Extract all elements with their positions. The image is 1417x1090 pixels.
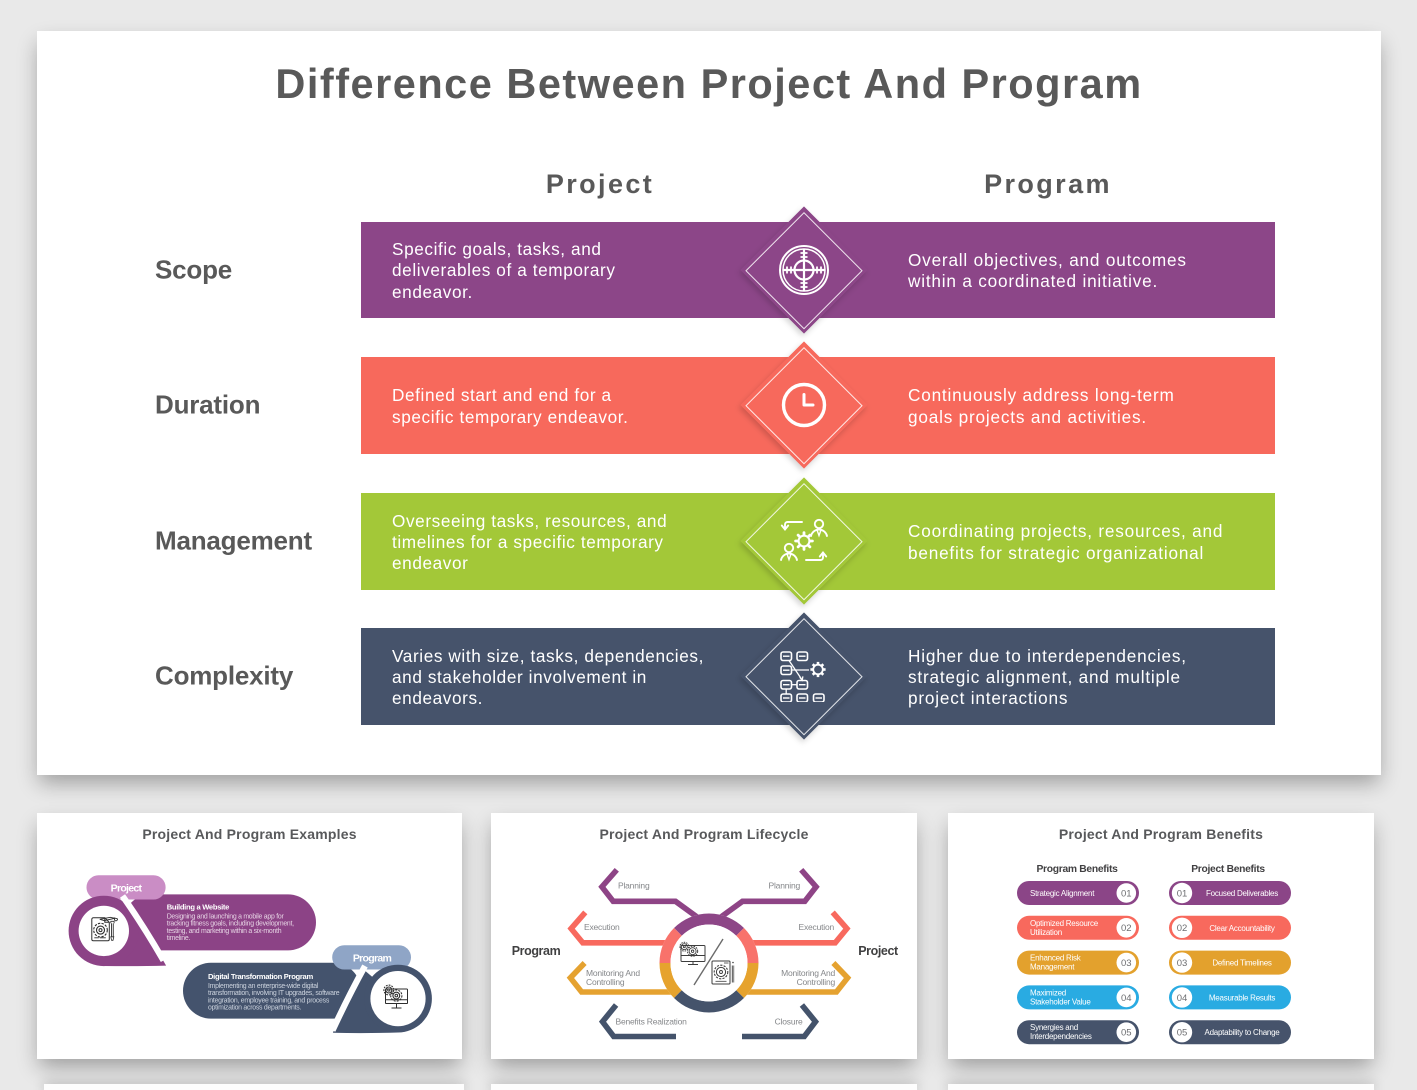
svg-text:Stakeholder Value: Stakeholder Value [1030,997,1091,1006]
svg-text:Monitoring And: Monitoring And [586,968,640,978]
svg-text:Clear Accountability: Clear Accountability [1209,924,1275,933]
svg-text:tracking fitness goals, includ: tracking fitness goals, including develo… [167,921,294,928]
svg-text:01: 01 [1121,888,1132,899]
svg-text:Project Benefits: Project Benefits [1191,864,1265,875]
svg-text:testing, and marketing within: testing, and marketing within a six-mont… [167,928,282,935]
svg-text:Defined Timelines: Defined Timelines [1212,959,1272,968]
svg-text:03: 03 [1177,958,1188,969]
svg-text:Enhanced Risk: Enhanced Risk [1030,954,1082,963]
svg-text:Execution: Execution [798,922,834,932]
svg-text:04: 04 [1121,993,1132,1004]
svg-text:Optimized Resource: Optimized Resource [1030,919,1099,928]
svg-text:Project: Project [111,883,143,895]
svg-text:Building a Website: Building a Website [167,903,229,912]
svg-text:Focused Deliverables: Focused Deliverables [1206,889,1278,898]
svg-text:05: 05 [1177,1028,1188,1039]
svg-text:Controlling: Controlling [586,977,625,987]
svg-text:Monitoring And: Monitoring And [781,968,835,978]
svg-text:transformation, involving IT u: transformation, involving IT upgrades, s… [208,990,340,997]
svg-text:Program: Program [512,944,561,958]
svg-text:Program: Program [353,953,392,965]
svg-text:integration, employee training: integration, employee training, and proc… [208,997,330,1004]
svg-text:02: 02 [1121,923,1132,934]
svg-text:Designing and launching a mobi: Designing and launching a mobile app for [167,914,285,921]
svg-text:Planning: Planning [769,881,801,891]
svg-text:Benefits Realization: Benefits Realization [616,1017,688,1027]
svg-text:Project: Project [858,944,899,958]
svg-text:Controlling: Controlling [797,977,836,987]
svg-text:Utilization: Utilization [1030,928,1062,937]
svg-text:Adaptability to Change: Adaptability to Change [1205,1028,1281,1037]
svg-text:Management: Management [1030,963,1075,972]
svg-text:02: 02 [1177,923,1188,934]
svg-text:timeline.: timeline. [167,935,191,942]
svg-text:04: 04 [1177,993,1188,1004]
svg-text:Interdependencies: Interdependencies [1030,1032,1092,1041]
svg-text:Measurable Results: Measurable Results [1209,993,1275,1002]
svg-text:Implementing an enterprise-wid: Implementing an enterprise-wide digital [208,983,319,990]
svg-text:Closure: Closure [775,1017,803,1027]
svg-text:Execution: Execution [584,922,620,932]
svg-text:Digital Transformation Program: Digital Transformation Program [208,972,313,981]
svg-text:05: 05 [1121,1028,1132,1039]
svg-text:01: 01 [1177,888,1188,899]
svg-text:Program Benefits: Program Benefits [1036,864,1118,875]
svg-text:Synergies and: Synergies and [1030,1023,1078,1032]
svg-text:Maximized: Maximized [1030,988,1066,997]
svg-text:optimization across department: optimization across departments. [208,1005,301,1012]
svg-text:Planning: Planning [618,881,650,891]
svg-text:03: 03 [1121,958,1132,969]
svg-text:Strategic Alignment: Strategic Alignment [1030,889,1095,898]
